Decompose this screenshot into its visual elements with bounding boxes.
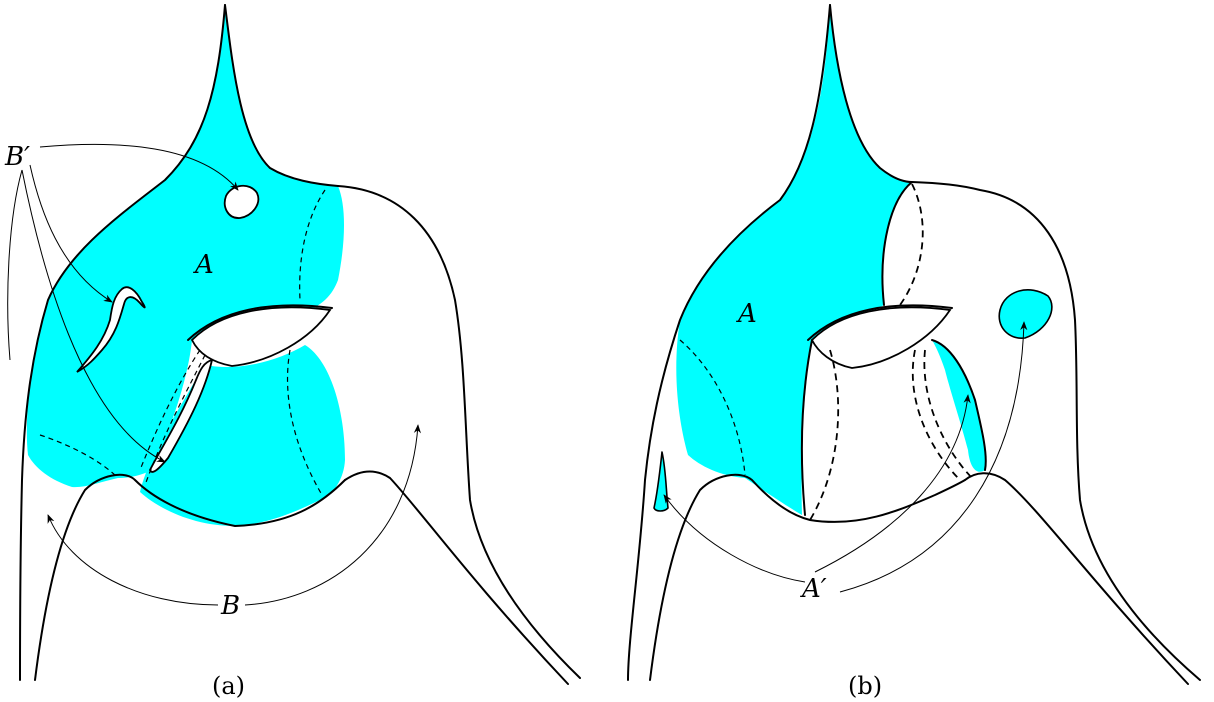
caption-a: (a) bbox=[212, 672, 245, 700]
panel-a: A B′ B (a) bbox=[4, 5, 580, 700]
arrow-bprime-lead bbox=[8, 170, 22, 360]
panel-b: A A′ (b) bbox=[628, 5, 1200, 700]
leg-inner-right bbox=[345, 471, 568, 684]
dashed-seam-1 bbox=[900, 184, 923, 305]
label-a-prime: A′ bbox=[800, 574, 827, 604]
body-outline-right bbox=[338, 186, 580, 678]
caption-b: (b) bbox=[848, 672, 882, 700]
label-a: A bbox=[193, 250, 214, 280]
region-a-fill bbox=[676, 5, 912, 515]
leg-inner-right bbox=[965, 473, 1188, 684]
label-b: B bbox=[220, 591, 240, 621]
dashed-seam-2 bbox=[810, 350, 838, 520]
label-b-prime: B′ bbox=[4, 142, 30, 172]
region-aprime-sliver bbox=[932, 340, 986, 472]
arrow-b-left bbox=[48, 515, 218, 605]
label-a: A bbox=[736, 299, 757, 329]
